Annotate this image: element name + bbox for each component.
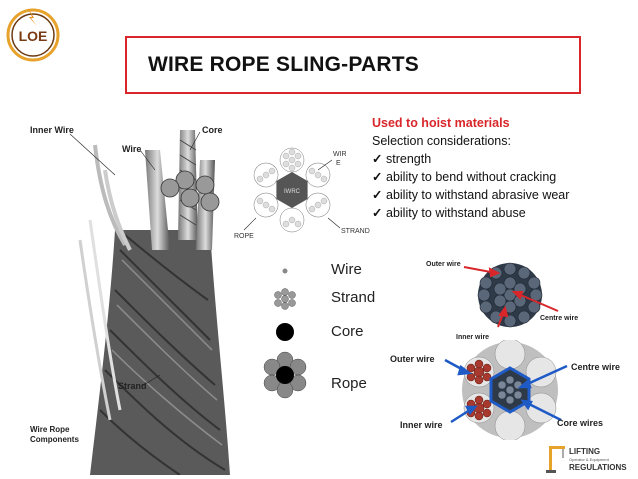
considerations-list: ✓strength ✓ability to bend without crack… bbox=[372, 150, 632, 222]
label-strand-inner-wire: Inner wire bbox=[456, 334, 490, 341]
legend-rope: Rope bbox=[331, 375, 367, 392]
page-title: WIRE ROPE SLING-PARTS bbox=[148, 53, 419, 76]
legend-wire: Wire bbox=[331, 261, 362, 278]
title-box: WIRE ROPE SLING-PARTS bbox=[125, 36, 581, 94]
label-wire: Wire bbox=[122, 144, 141, 154]
label-strand-outer-wire: Outer wire bbox=[426, 261, 461, 268]
label-cs-rope: ROPE bbox=[234, 233, 254, 240]
label-rope-centre-wire: Centre wire bbox=[571, 362, 621, 372]
label-wire-rope: Wire Rope bbox=[30, 425, 70, 434]
footer-line1: LIFTING bbox=[569, 447, 600, 456]
label-cs-wire: WIR bbox=[333, 151, 347, 158]
legend-strand: Strand bbox=[331, 289, 376, 306]
footer-line3: REGULATIONS bbox=[569, 463, 627, 472]
svg-text:IWRC: IWRC bbox=[284, 189, 301, 195]
parts-legend: Wire Strand Core Rope bbox=[245, 255, 385, 415]
label-rope-inner-wire: Inner wire bbox=[400, 420, 443, 430]
label-components: Components bbox=[30, 435, 79, 444]
lifting-regulations-logo: LIFTING Operator & Equipment REGULATIONS bbox=[545, 442, 635, 476]
check-icon: ✓ bbox=[372, 188, 383, 202]
label-inner-wire: Inner Wire bbox=[30, 125, 74, 135]
svg-text:LOE: LOE bbox=[19, 28, 48, 44]
info-subheading: Selection considerations: bbox=[372, 134, 511, 148]
loe-logo: LOE bbox=[6, 8, 60, 62]
check-icon: ✓ bbox=[372, 152, 383, 166]
info-heading: Used to hoist materials bbox=[372, 116, 510, 130]
label-cs-strand: STRAND bbox=[341, 228, 370, 235]
rope-components-illustration: Inner Wire Wire Core Strand Wire Rope Co… bbox=[30, 125, 230, 475]
rope-diagram: Outer wire Centre wire Inner wire Core w… bbox=[385, 340, 635, 440]
label-strand-centre-wire: Centre wire bbox=[540, 315, 579, 322]
label-strand: Strand bbox=[118, 381, 147, 391]
list-item: ✓strength bbox=[372, 152, 432, 166]
label-rope-outer-wire: Outer wire bbox=[390, 354, 435, 364]
label-cs-wire-e: E bbox=[336, 160, 341, 167]
footer-line2: Operator & Equipment bbox=[569, 457, 610, 462]
rope-cross-section: IWRC WIR E ROPE STRAND bbox=[234, 147, 370, 240]
legend-symbols bbox=[263, 268, 307, 399]
list-item: ✓ability to withstand abrasive wear bbox=[372, 188, 570, 202]
check-icon: ✓ bbox=[372, 170, 383, 184]
strand-diagram: Outer wire Centre wire bbox=[420, 255, 620, 335]
label-core: Core bbox=[202, 125, 223, 135]
list-item: ✓ability to bend without cracking bbox=[372, 170, 557, 184]
list-item: ✓ability to withstand abuse bbox=[372, 206, 526, 220]
check-icon: ✓ bbox=[372, 206, 383, 220]
legend-core: Core bbox=[331, 323, 364, 340]
info-block: Used to hoist materials Selection consid… bbox=[372, 116, 632, 222]
label-rope-core-wires: Core wires bbox=[557, 418, 604, 428]
